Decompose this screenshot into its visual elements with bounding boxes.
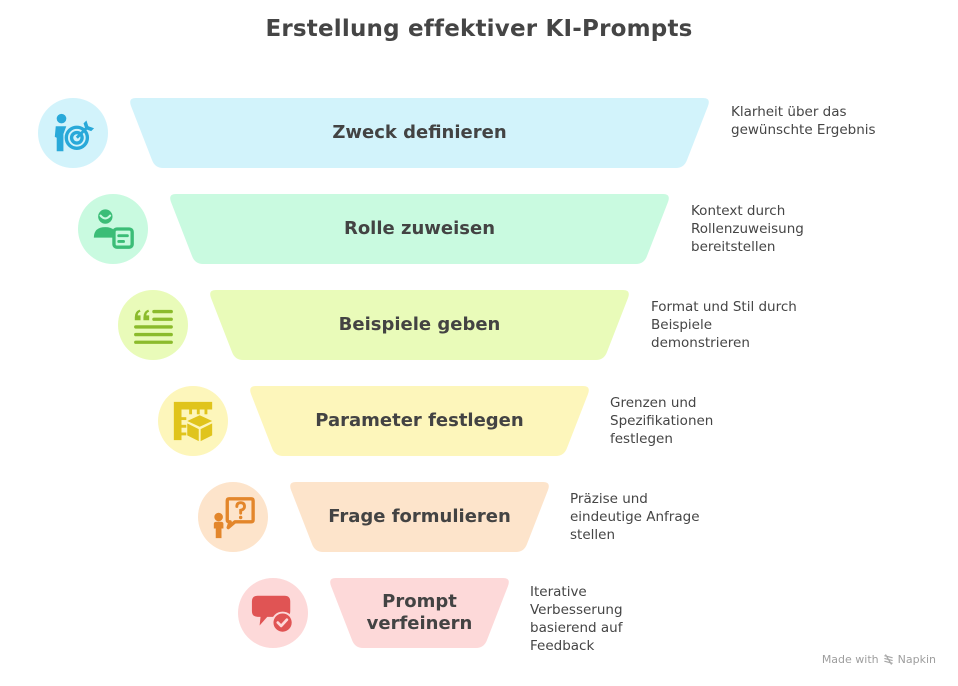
funnel-band-shape [250, 386, 589, 456]
stage-description: Präzise und eindeutige Anfrage stellen [570, 491, 700, 543]
diagram-title: Erstellung effektiver KI-Prompts [265, 16, 693, 42]
stage-label: Parameter festlegen [315, 410, 524, 431]
funnel-stage: Rolle zuweisen [168, 194, 671, 264]
funnel-band-shape [290, 482, 549, 552]
credit-brand: Napkin [897, 653, 936, 666]
funnel-band-shape [330, 578, 509, 648]
funnel-stage: Zweck definieren [128, 98, 711, 168]
stage-description: Format und Stil durch Beispiele demonstr… [651, 299, 797, 351]
stage-description: Iterative Verbesserung basierend auf Fee… [530, 584, 623, 654]
stage-icon-circle [118, 290, 188, 360]
funnel-stage: Prompt verfeinern [328, 578, 511, 648]
person-question-icon [213, 497, 255, 539]
chat-check-icon [251, 595, 294, 634]
ruler-cube-icon [173, 401, 213, 442]
stage-description: Kontext durch Rollenzuweisung bereitstel… [691, 203, 804, 255]
stage-icon-circle [78, 194, 148, 264]
stage-label: Beispiele geben [338, 314, 501, 335]
funnel-band-shape [210, 290, 629, 360]
stage-label: Rolle zuweisen [343, 218, 496, 239]
credit-prefix: Made with [821, 653, 879, 666]
stage-label: Prompt verfeinern [366, 591, 473, 634]
napkin-logo-icon [883, 654, 893, 665]
stage-icon-circle [238, 578, 308, 648]
made-with-napkin-credit[interactable]: Made with Napkin [822, 653, 936, 666]
stage-icon-circle [158, 386, 228, 456]
stage-label: Frage formulieren [328, 506, 511, 527]
funnel-stage: Frage formulieren [288, 482, 551, 552]
stage-description: Grenzen und Spezifikationen festlegen [610, 395, 714, 447]
funnel-stage: Parameter festlegen [248, 386, 591, 456]
funnel-band-shape [130, 98, 709, 168]
stage-icon-circle [198, 482, 268, 552]
quote-lines-icon [134, 309, 173, 344]
person-target-icon [54, 113, 95, 152]
stage-description: Klarheit über das gewünschte Ergebnis [731, 104, 876, 138]
funnel-band-shape [170, 194, 669, 264]
stage-label: Zweck definieren [332, 122, 507, 143]
stage-icon-circle [38, 98, 108, 168]
funnel-stage: Beispiele geben [208, 290, 631, 360]
person-document-icon [93, 209, 134, 249]
